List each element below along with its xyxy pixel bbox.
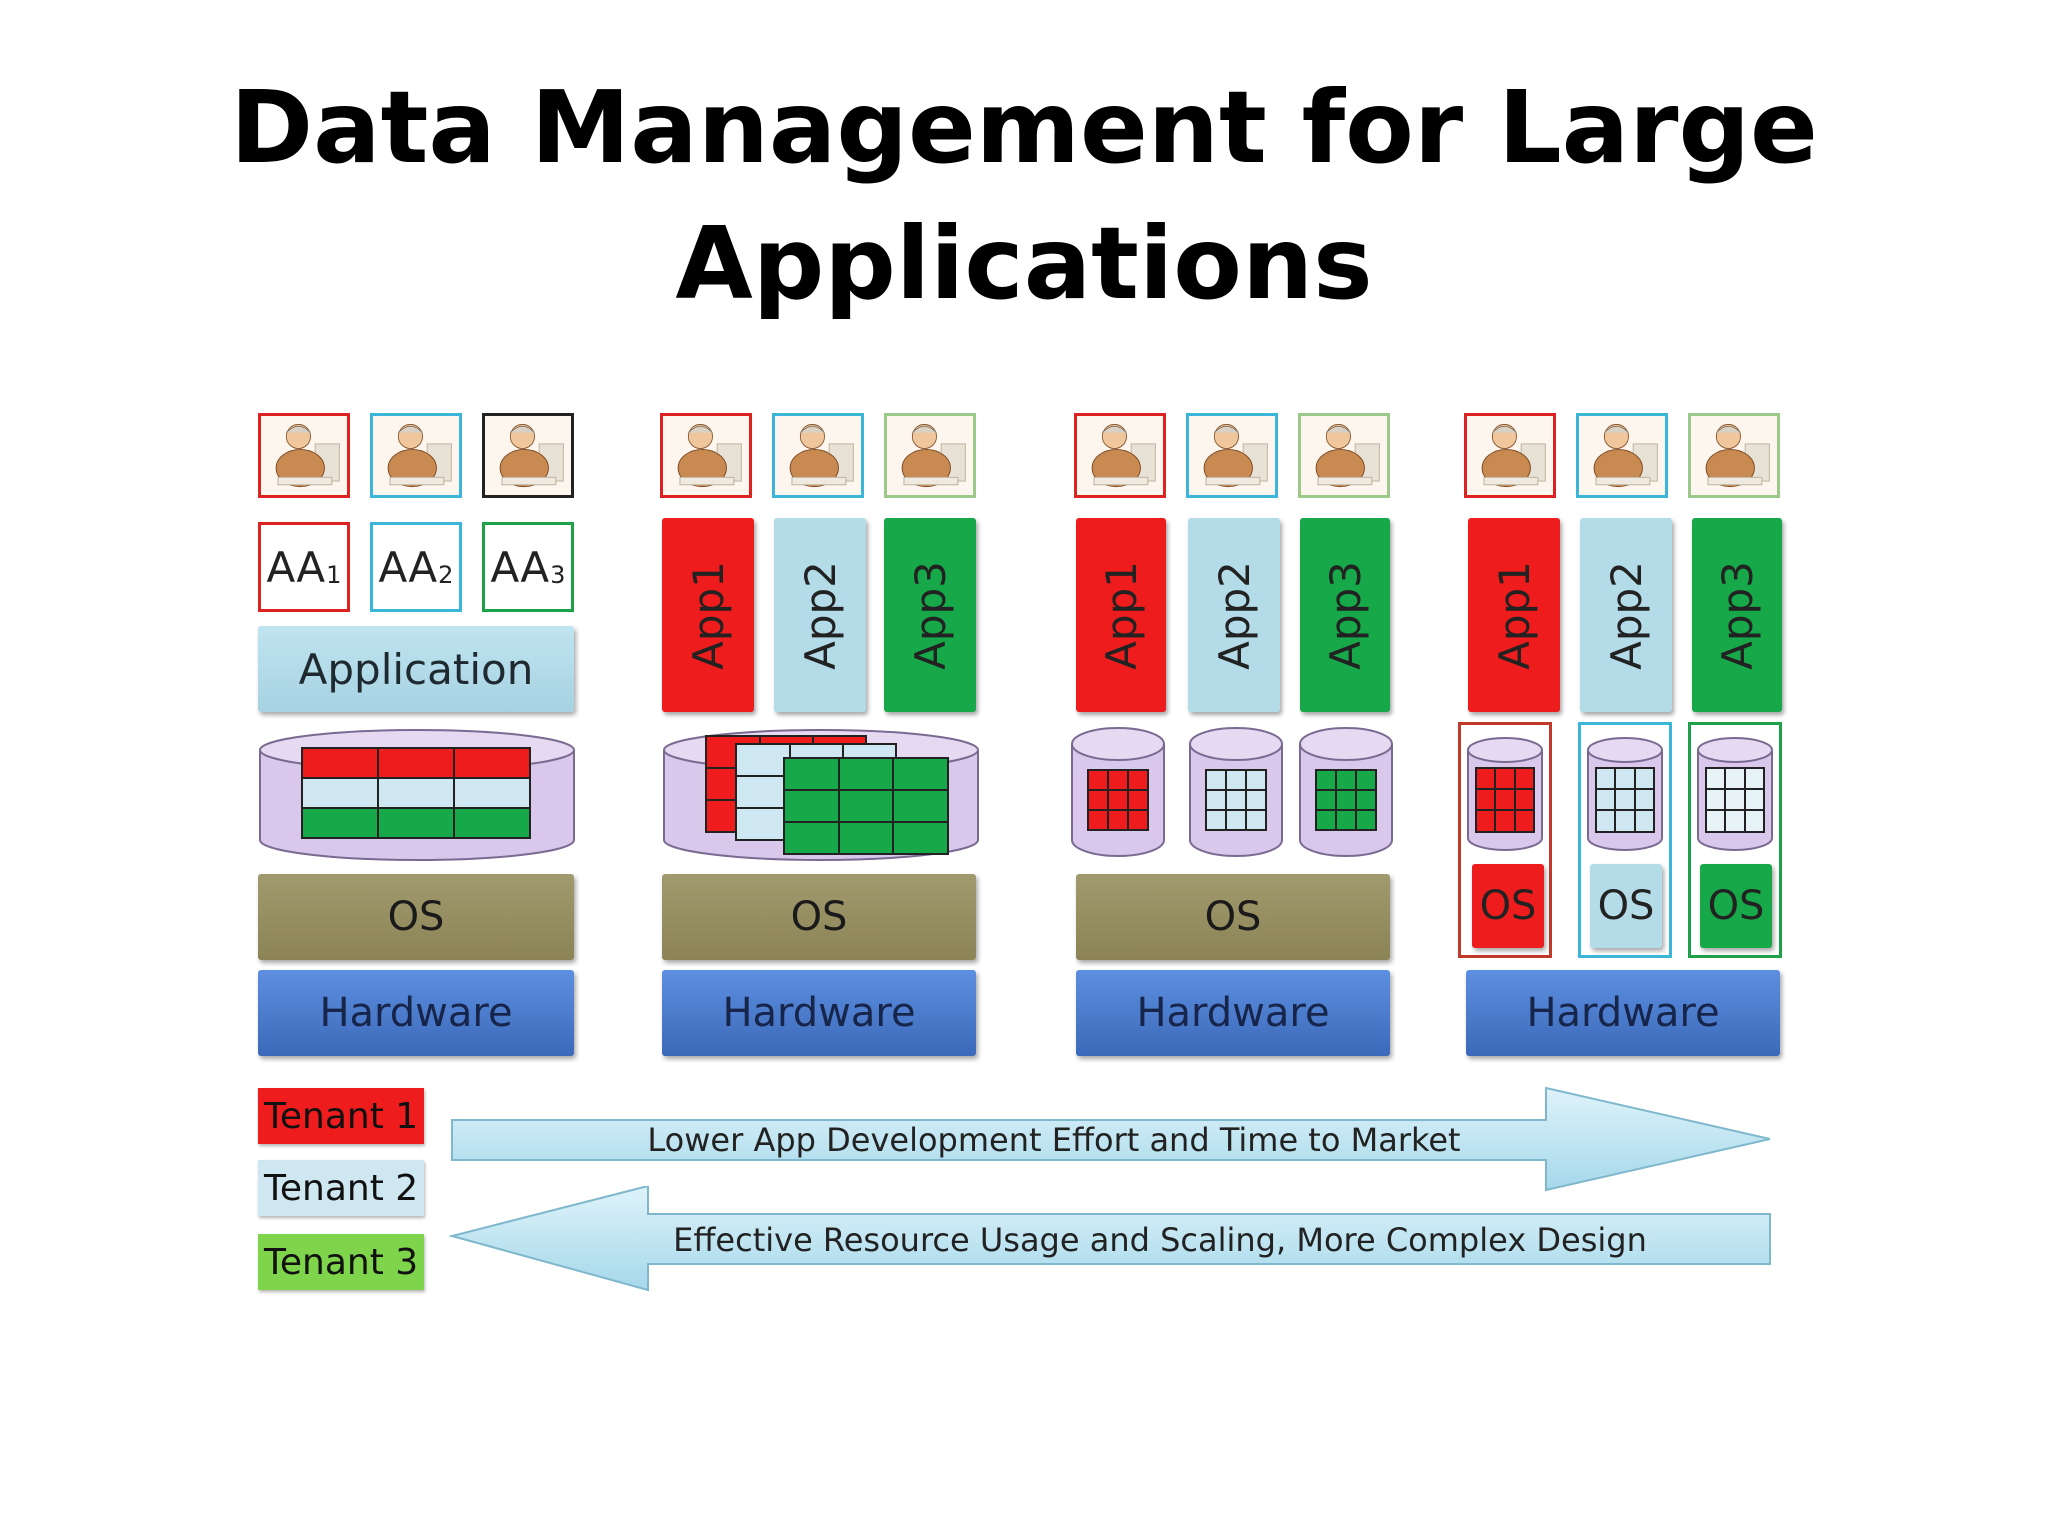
shared-database bbox=[663, 729, 979, 861]
user-at-desk-icon bbox=[387, 423, 452, 488]
database-cylinder-icon bbox=[1467, 737, 1543, 851]
user-at-desk-icon bbox=[1593, 423, 1658, 488]
user-at-desk-icon bbox=[1091, 423, 1156, 488]
user-icon bbox=[482, 413, 574, 498]
user-icon bbox=[1298, 413, 1390, 498]
hardware-bar: Hardware bbox=[258, 970, 574, 1056]
user-icon bbox=[370, 413, 462, 498]
database-cylinder-icon bbox=[1299, 727, 1393, 857]
os-bar: OS bbox=[662, 874, 976, 960]
tenant-container-3 bbox=[1688, 722, 1782, 958]
user-at-desk-icon bbox=[901, 423, 966, 488]
arrow-left-label: Effective Resource Usage and Scaling, Mo… bbox=[673, 1221, 1647, 1259]
shared-database bbox=[259, 729, 575, 861]
app-box-3: App3 bbox=[1692, 518, 1782, 712]
hardware-bar: Hardware bbox=[1466, 970, 1780, 1056]
arrow-right-label: Lower App Development Effort and Time to… bbox=[647, 1121, 1460, 1159]
os-bar: OS bbox=[1076, 874, 1390, 960]
os-bar-tenant-1: OS bbox=[1472, 864, 1544, 948]
user-icon bbox=[258, 413, 350, 498]
database-cylinder-icon bbox=[1587, 737, 1663, 851]
user-icon bbox=[884, 413, 976, 498]
app-box-2: App2 bbox=[1188, 518, 1280, 712]
tenant-container-2 bbox=[1578, 722, 1672, 958]
user-at-desk-icon bbox=[275, 423, 340, 488]
os-bar-tenant-2: OS bbox=[1590, 864, 1662, 948]
user-at-desk-icon bbox=[789, 423, 854, 488]
user-icon bbox=[1464, 413, 1556, 498]
legend-tenant-1: Tenant 1 bbox=[258, 1088, 424, 1144]
user-icon bbox=[1074, 413, 1166, 498]
user-at-desk-icon bbox=[1705, 423, 1770, 488]
app-box-3: App3 bbox=[884, 518, 976, 712]
page-title: Data Management for Large Applications bbox=[230, 69, 1818, 322]
user-icon bbox=[1688, 413, 1780, 498]
user-at-desk-icon bbox=[677, 423, 742, 488]
hardware-bar: Hardware bbox=[1076, 970, 1390, 1056]
database-cylinder-icon bbox=[1697, 737, 1773, 851]
user-at-desk-icon bbox=[1481, 423, 1546, 488]
arrow-right-icon: Lower App Development Effort and Time to… bbox=[451, 1086, 1771, 1192]
application-bar: Application bbox=[258, 626, 574, 712]
user-at-desk-icon bbox=[1203, 423, 1268, 488]
app-box-1: App1 bbox=[1076, 518, 1166, 712]
app-box-1: App1 bbox=[1468, 518, 1560, 712]
user-icon bbox=[660, 413, 752, 498]
database-cylinder-icon bbox=[1189, 727, 1283, 857]
os-bar-tenant-3: OS bbox=[1700, 864, 1772, 948]
os-bar: OS bbox=[258, 874, 574, 960]
database-cylinder-icon bbox=[1071, 727, 1165, 857]
user-icon bbox=[1186, 413, 1278, 498]
tenant-container-1 bbox=[1458, 722, 1552, 958]
legend-tenant-3: Tenant 3 bbox=[258, 1234, 424, 1290]
app-box-2: App2 bbox=[1580, 518, 1672, 712]
user-icon bbox=[1576, 413, 1668, 498]
app-box-3: App3 bbox=[1300, 518, 1390, 712]
arrow-left-icon: Effective Resource Usage and Scaling, Mo… bbox=[448, 1186, 1771, 1292]
app-box-2: App2 bbox=[774, 518, 866, 712]
user-icon bbox=[772, 413, 864, 498]
app-box-1: App1 bbox=[662, 518, 754, 712]
user-at-desk-icon bbox=[499, 423, 564, 488]
hardware-bar: Hardware bbox=[662, 970, 976, 1056]
user-at-desk-icon bbox=[1315, 423, 1380, 488]
legend-tenant-2: Tenant 2 bbox=[258, 1160, 424, 1216]
